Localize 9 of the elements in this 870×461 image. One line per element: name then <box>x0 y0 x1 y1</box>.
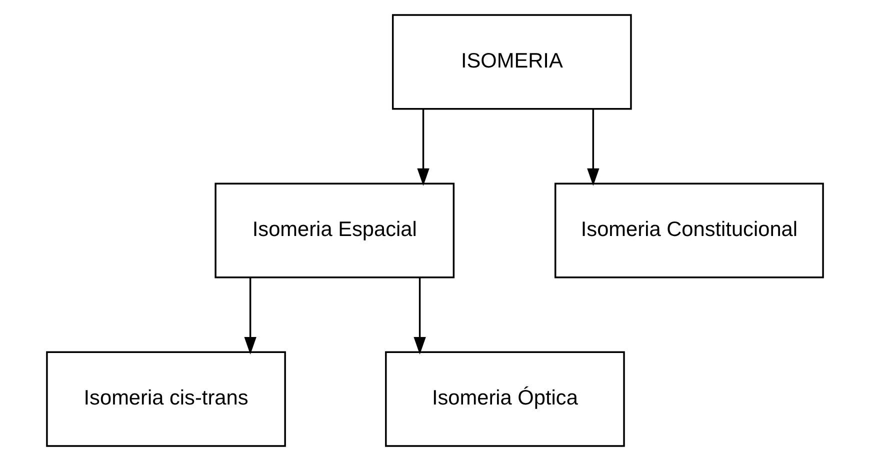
node-box: Isomeria Constitucional <box>554 182 824 278</box>
arrow <box>417 108 430 186</box>
arrow <box>244 277 256 354</box>
node-box: Isomeria cis-trans <box>46 351 286 447</box>
node-box: ISOMERIA <box>392 14 632 110</box>
node-box: Isomeria Espacial <box>214 182 455 278</box>
node-box: Isomeria Óptica <box>385 351 625 447</box>
arrow <box>414 277 426 354</box>
arrow <box>587 108 600 186</box>
